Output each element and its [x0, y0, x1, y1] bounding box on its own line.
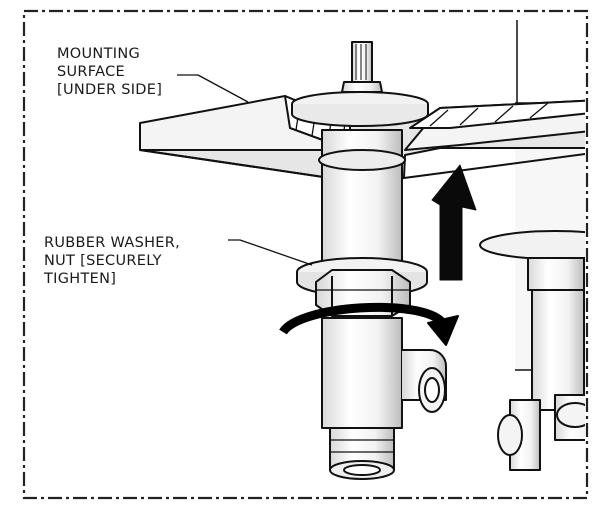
threaded-stud [291, 41, 429, 127]
lower-valve-outlet [321, 317, 447, 480]
rubber-washer-and-nut [296, 257, 428, 317]
secondary-valve [479, 230, 585, 471]
mounting-surface-callout: MOUNTING SURFACE [UNDER SIDE] [57, 46, 163, 98]
rotation-arrow-icon [279, 302, 459, 346]
dash-dot-frame [22, 9, 589, 500]
valve-body [318, 129, 406, 271]
callout-leaders [177, 74, 313, 266]
up-arrow-icon [431, 164, 477, 281]
rubber-washer-callout: RUBBER WASHER, NUT [SECURELY TIGHTEN] [44, 235, 181, 287]
